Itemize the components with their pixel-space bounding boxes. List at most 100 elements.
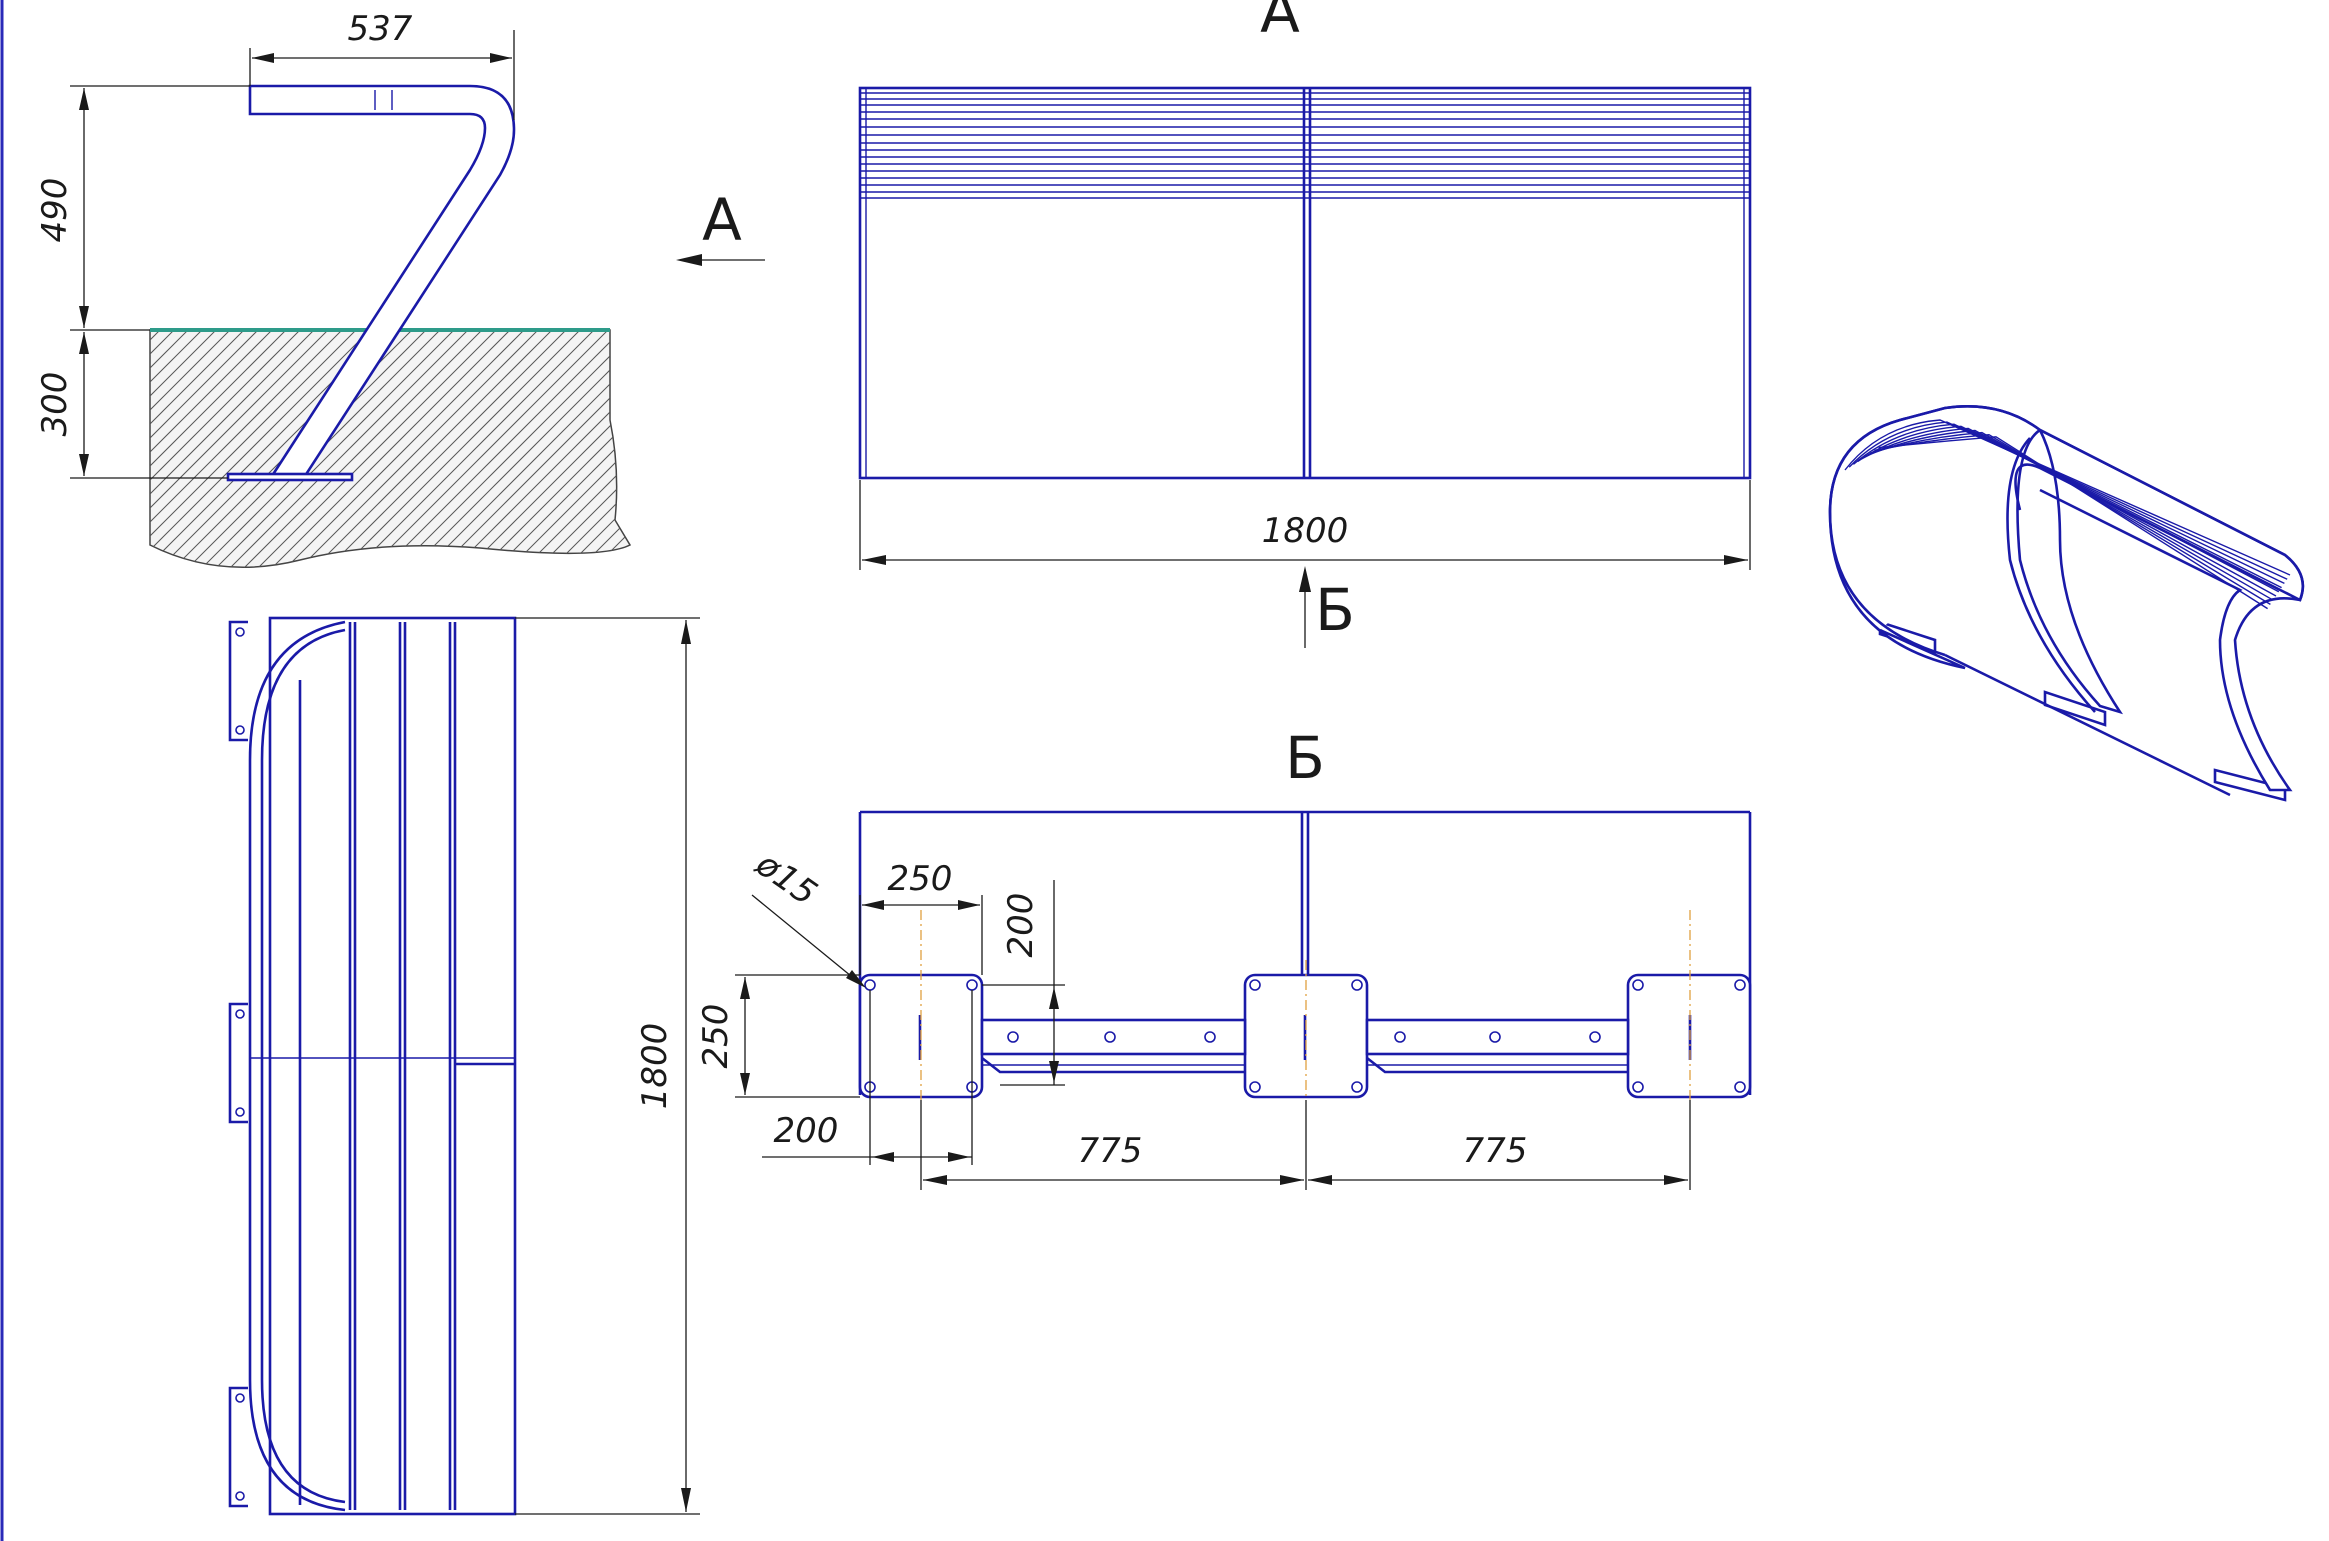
plan-view: 1800 [228,616,700,1516]
svg-text:300: 300 [35,372,75,437]
mounting-hole [1734,1081,1746,1093]
svg-text:775: 775 [1463,1131,1528,1171]
bottom-view-b: Б [696,724,1752,1190]
mounting-hole [1632,979,1644,991]
hatch-line [297,330,539,568]
hatch-line [150,330,245,568]
hatch-line [150,330,217,568]
iso-slat-line [1869,431,2274,601]
hatch-line [451,330,630,568]
hatch-line [150,330,231,568]
iso-seat-slats [1844,419,2291,610]
dim-base-plate-width: 250 [859,859,983,975]
hatch-line [213,330,455,568]
hatch-line [150,330,273,568]
svg-text:250: 250 [888,859,953,899]
plan-side-plates [228,620,248,1508]
hatch-line [577,330,630,568]
hatch-line [591,330,630,568]
hatch-line [255,330,497,568]
hatch-line [150,330,357,568]
hatch-line [150,330,161,568]
mounting-hole [1007,1031,1019,1043]
mounting-hole [1734,979,1746,991]
hatch-line [150,330,371,568]
hatch-line [563,330,630,568]
hatch-line [0,330,146,570]
hatch-line [521,330,630,568]
hatch-line [283,330,525,568]
dim-hole-offset: 200 [762,990,973,1165]
isometric-view [1828,405,2305,802]
side-view: 537 490 300 А [0,9,972,570]
mounting-hole [1204,1031,1216,1043]
svg-text:1800: 1800 [635,1023,675,1110]
mounting-hole [1394,1031,1406,1043]
iso-slat-line [1874,433,2271,605]
hatch-line [619,330,630,568]
svg-text:ø15: ø15 [748,844,824,914]
hatch-line [0,330,90,570]
view-arrow-b: Б [1299,566,1355,648]
connecting-bar-left [980,1018,1247,1074]
iso-slat-line [1848,421,2288,580]
view-a-title: А [1260,0,1300,46]
hatch-line [311,330,553,568]
dim-support-spacing: 775 775 [920,1100,1691,1190]
mounting-hole [864,979,876,991]
mounting-hole [1632,1081,1644,1093]
dim-hole-diameter: ø15 [748,844,866,988]
view-b-title: Б [1285,724,1325,792]
hatch-line [353,330,595,568]
hatch-line [409,330,630,568]
hatch-line [605,330,630,568]
ground-section [0,328,972,570]
hatch-line [325,330,567,568]
hatch-line [150,330,329,568]
iso-slat-line [1844,419,2291,576]
hatch-line [718,330,958,570]
svg-text:А: А [702,186,742,254]
mounting-hole [1351,1081,1363,1093]
iso-slat-line [1852,423,2285,585]
mounting-hole [1489,1031,1501,1043]
svg-text:775: 775 [1078,1131,1143,1171]
hatch-line [549,330,630,568]
hatch-line [479,330,630,568]
hatch-line [381,330,623,568]
hatch-line [269,330,511,568]
seat-slats [860,92,1750,199]
svg-text:490: 490 [35,178,75,243]
hatch-line [339,330,581,568]
hatch-line [437,330,630,568]
view-arrow-a: А [676,186,765,266]
dim-side-width: 537 [249,9,515,120]
svg-text:1800: 1800 [1262,511,1349,551]
hatch-line [465,330,630,568]
dim-bar-height: 200 [982,880,1065,1086]
hatch-line [227,330,469,568]
hatch-line [634,330,874,570]
svg-text:200: 200 [774,1111,839,1151]
hatch-line [150,330,301,568]
hatch-line [367,330,609,568]
iso-slat-line [1878,436,2268,610]
hatch-line [732,330,972,570]
svg-text:537: 537 [348,9,413,49]
hatch-line [150,330,203,568]
front-view-a: А 1800 Б [858,0,1752,648]
dim-side-height-top: 490 [35,85,250,331]
centerlines [920,910,1691,1100]
hatch-line [493,330,630,568]
svg-text:Б: Б [1315,576,1355,644]
mounting-hole [1249,979,1261,991]
mounting-hole [1589,1031,1601,1043]
connecting-bar-right [1365,1018,1630,1074]
hatch-line [150,330,343,568]
hatch-line [648,330,888,570]
hatch-line [395,330,630,568]
hatch-line [0,330,132,570]
hatch-line [150,330,175,568]
dim-side-height-bottom: 300 [35,332,228,479]
